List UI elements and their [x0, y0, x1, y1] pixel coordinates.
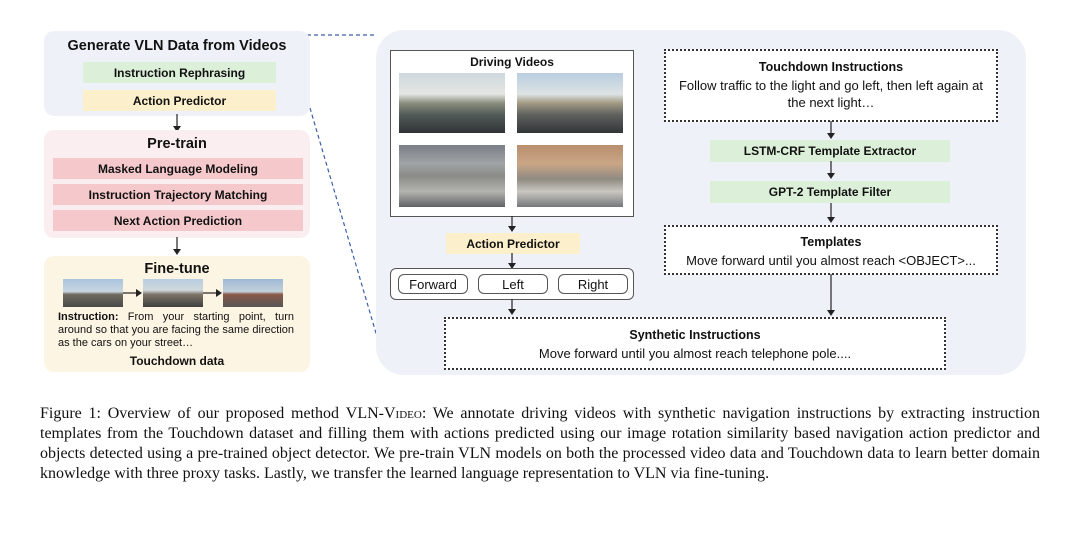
pretrain-title: Pre-train	[147, 136, 207, 152]
instruction-rephrasing-bar: Instruction Rephrasing	[83, 62, 276, 83]
synthetic-instructions-box	[444, 317, 946, 370]
arrow-down-icon	[827, 274, 835, 316]
gpt2-filter-bar: GPT-2 Template Filter	[710, 181, 950, 203]
caption-rest: : We annotate driving videos with synthe…	[40, 405, 1040, 482]
lstm-crf-bar: LSTM-CRF Template Extractor	[710, 140, 950, 162]
caption-prefix: Figure 1: Overview of our proposed metho…	[40, 405, 346, 422]
panorama-image	[63, 279, 123, 307]
driving-videos-title: Driving Videos	[470, 55, 554, 69]
arrow-down-icon	[508, 216, 516, 232]
masked-lm-bar: Masked Language Modeling	[53, 158, 303, 179]
video-frame-image	[399, 73, 505, 133]
arrow-down-icon	[827, 161, 835, 179]
arrow-down-icon	[827, 121, 835, 139]
video-frame-image	[517, 73, 623, 133]
caption-method: VLN-Video	[345, 405, 422, 422]
templates-title: Templates	[800, 235, 862, 249]
finetune-panel	[44, 256, 310, 372]
arrow-down-icon	[173, 114, 181, 132]
arrow-right-icon	[203, 289, 222, 297]
action-forward: Forward	[398, 274, 468, 294]
arrow-down-icon	[508, 253, 516, 269]
instruction-text: From your starting point, turn around so…	[58, 311, 294, 349]
touchdown-text: Follow traffic to the light and go left,…	[678, 78, 983, 110]
video-frame-image	[517, 145, 623, 207]
panorama-image	[143, 279, 203, 307]
touchdown-instructions-box	[664, 49, 998, 122]
nap-bar: Next Action Prediction	[53, 210, 303, 231]
arrow-down-icon	[827, 203, 835, 223]
arrow-down-icon	[173, 237, 181, 255]
generate-title: Generate VLN Data from Videos	[67, 38, 287, 54]
action-left: Left	[478, 274, 548, 294]
panorama-image	[223, 279, 283, 307]
synthetic-title: Synthetic Instructions	[629, 328, 761, 342]
figure-caption: Figure 1: Overview of our proposed metho…	[40, 404, 1040, 484]
action-right: Right	[558, 274, 628, 294]
arrow-right-icon	[123, 289, 142, 297]
itm-bar: Instruction Trajectory Matching	[53, 184, 303, 205]
finetune-title: Fine-tune	[144, 261, 210, 277]
synthetic-text: Move forward until you almost reach tele…	[538, 345, 852, 361]
video-frame-image	[399, 145, 505, 207]
action-predictor-right: Action Predictor	[446, 233, 580, 254]
touchdown-data-label: Touchdown data	[129, 354, 225, 368]
action-predictor-bar: Action Predictor	[83, 90, 276, 111]
templates-text: Move forward until you almost reach <OBJ…	[686, 252, 976, 268]
touchdown-title: Touchdown Instructions	[758, 60, 904, 74]
instruction-label: Instruction:	[58, 311, 119, 323]
arrow-down-icon	[508, 299, 516, 315]
finetune-instruction: Instruction: From your starting point, t…	[58, 311, 294, 350]
